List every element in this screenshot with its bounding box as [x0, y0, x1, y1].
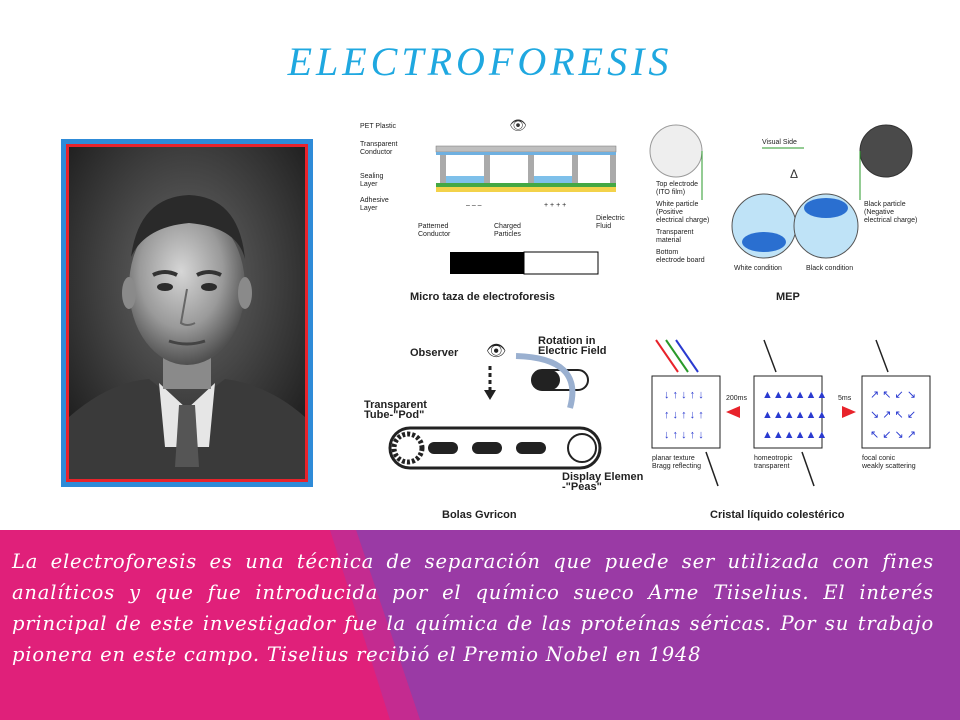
label-bottom: Bottom [656, 249, 678, 256]
label-observer: Observer [410, 347, 459, 359]
slide-title: ELECTROFORESIS [287, 39, 673, 84]
svg-text:▲▲▲▲▲▲: ▲▲▲▲▲▲ [762, 409, 827, 421]
label-weakly-scattering: weakly scattering [861, 463, 916, 470]
bottom-band [0, 530, 960, 720]
label-top-electrode: Top electrode [656, 181, 698, 188]
label-rotation-in: Rotation in [538, 335, 596, 347]
label-electric-field: Electric Field [538, 345, 606, 357]
label-material: material [656, 237, 681, 244]
mep-caption: MEP [776, 291, 800, 303]
label-5ms: 5ms [838, 395, 852, 402]
label-transparent-tube: Transparent [364, 399, 427, 411]
label-transparent-material: Transparent [656, 229, 694, 236]
label-pod: Tube-"Pod" [364, 409, 424, 421]
svg-text:↓ ↑ ↓ ↑ ↓: ↓ ↑ ↓ ↑ ↓ [664, 429, 704, 441]
label-particles: Particles [494, 231, 521, 238]
svg-text:+ + + +: + + + + [544, 202, 566, 209]
label-patterned: Patterned [418, 223, 448, 230]
svg-text:👁: 👁 [509, 117, 527, 133]
label-electrical-charge-pos: electrical charge) [656, 217, 709, 224]
micro-cup-diagram: 👁 – – – + + + + PET Plastic Transparent … [360, 117, 625, 303]
label-planar-texture: planar texture [652, 455, 695, 462]
mep-diagram: Visual Side Δ Top electrode (ITO film) W… [649, 124, 917, 303]
svg-text:▲▲▲▲▲▲: ▲▲▲▲▲▲ [762, 429, 827, 441]
label-visual-side: Visual Side [762, 139, 797, 146]
label-display-element: Display Elemen [562, 471, 644, 483]
label-negative: (Negative [864, 209, 894, 216]
label-positive: (Positive [656, 209, 683, 216]
label-electrical-charge-neg: electrical charge) [864, 217, 917, 224]
svg-text:– – –: – – – [466, 202, 482, 209]
portrait-frame [61, 139, 313, 487]
label-bragg-reflecting: Bragg reflecting [652, 463, 701, 470]
svg-text:▲▲▲▲▲▲: ▲▲▲▲▲▲ [762, 389, 827, 401]
label-layer: Layer [360, 181, 378, 188]
label-charged: Charged [494, 223, 521, 230]
svg-text:↗ ↖ ↙ ↘: ↗ ↖ ↙ ↘ [870, 389, 916, 401]
svg-text:↖ ↙ ↘ ↗: ↖ ↙ ↘ ↗ [870, 429, 916, 441]
label-dielectric: Dielectric [596, 215, 625, 222]
gyricon-caption: Bolas Gvricon [442, 509, 517, 521]
label-conductor: Conductor [360, 149, 393, 156]
svg-text:↓ ↑ ↓ ↑ ↓: ↓ ↑ ↓ ↑ ↓ [664, 389, 704, 401]
slide-paragraph: La electroforesis es una técnica de sepa… [12, 550, 934, 666]
label-white-particle: White particle [656, 201, 699, 208]
label-white-condition: White condition [734, 265, 782, 272]
cholesteric-diagram: ↓ ↑ ↓ ↑ ↓ ↑ ↓ ↑ ↓ ↑ ↓ ↑ ↓ ↑ ↓ ▲▲▲▲▲▲ ▲▲▲… [651, 339, 931, 521]
label-layer-2: Layer [360, 205, 378, 212]
label-peas: -"Peas" [562, 481, 602, 493]
electrophoresis-figures: 👁 – – – + + + + PET Plastic Transparent … [356, 108, 960, 530]
label-sealing: Sealing [360, 173, 383, 180]
svg-text:👁: 👁 [486, 343, 506, 360]
label-transparent: Transparent [360, 141, 398, 148]
label-200ms: 200ms [726, 395, 748, 402]
svg-text:↘ ↗ ↖ ↙: ↘ ↗ ↖ ↙ [870, 409, 916, 421]
label-pet-plastic: PET Plastic [360, 123, 397, 130]
label-transparent-lc: transparent [754, 463, 789, 470]
micro-cup-caption: Micro taza de electroforesis [410, 291, 555, 303]
cholesteric-caption: Cristal líquido colestérico [710, 509, 845, 521]
label-fluid: Fluid [596, 223, 611, 230]
label-ito-film: (ITO film) [656, 189, 685, 196]
label-focal-conic: focal conic [862, 455, 896, 462]
label-black-particle: Black particle [864, 201, 906, 208]
svg-text:↑ ↓ ↑ ↓ ↑: ↑ ↓ ↑ ↓ ↑ [664, 409, 704, 421]
label-homeotropic: homeotropic [754, 455, 793, 462]
portrait-photo [66, 144, 308, 482]
label-black-condition: Black condition [806, 265, 853, 272]
label-adhesive: Adhesive [360, 197, 389, 204]
label-electrode-board: electrode board [656, 257, 705, 264]
svg-text:Δ: Δ [790, 167, 798, 181]
gyricon-diagram: Observer 👁 Rotation in Electric Field Tr… [364, 335, 644, 521]
label-patterned-conductor: Conductor [418, 231, 451, 238]
